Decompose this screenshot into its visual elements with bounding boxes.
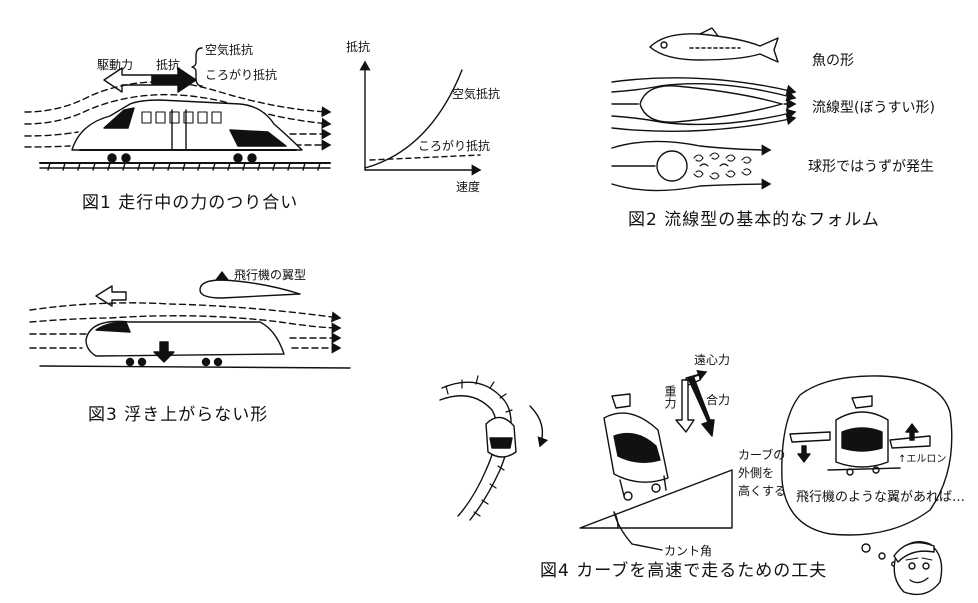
gravity-arrow [675,379,695,433]
cant-angle-label: カント角 [664,544,713,558]
fig4-curve-train [485,416,517,458]
fig3-left-arrow [95,285,127,307]
fig1-train [71,99,303,163]
bank-note-line3: 高くする [738,484,787,498]
graph-air-curve [364,69,463,169]
fig1-caption: 図1 走行中の力のつり合い [82,193,299,213]
graph-rolling-label: ころがり抵抗 [418,139,491,153]
streamline-drawing [611,77,797,133]
sphere-drawing [611,140,772,192]
gravity-label: 重力 [663,385,677,409]
drive-force-label: 駆動力 [97,58,134,72]
downforce-arrow [153,341,175,363]
fig1-train-windows [141,111,222,124]
curve-direction-arrow [529,405,549,448]
wish-bubble [781,375,953,567]
fig4-banked-train [579,393,733,551]
bank-slope [579,469,733,529]
aileron-label: ↑エルロン [898,454,947,465]
fig1-train-wheels [107,153,257,163]
graph-rolling-line [369,154,481,161]
fish-shape-label: 魚の形 [812,53,854,69]
aileron-up-arrow [905,423,919,441]
aileron-down-arrow [797,445,811,463]
author-character [893,541,943,596]
resistance-brace [191,47,203,87]
airfoil-shape [199,279,301,299]
fig1-graph [359,60,482,176]
wish-label: 飛行機のような翼があれば… [796,490,966,505]
fig1-rail [39,162,331,171]
fig3-train [85,320,285,367]
fig1-illustration [24,47,332,171]
vortex-swirls [693,152,752,180]
fig4-caption: 図4 カーブを高速で走るための工夫 [540,561,828,581]
fish-drawing [649,27,779,63]
fig2-illustration [611,27,797,192]
resultant-label: 合力 [706,393,731,407]
streamline-shape-label: 流線型(ぼうすい形) [812,100,935,116]
bank-note-line1: カーブの [738,448,786,462]
fig1-airflow [24,81,332,151]
graph-ylabel: 抵抗 [346,40,371,54]
resistance-label: 抵抗 [156,58,181,72]
rolling-resistance-label: ころがり抵抗 [205,68,278,82]
fig3-illustration [29,271,351,369]
resultant-arrow [687,377,715,437]
bank-note-line2: 外側を [738,466,775,480]
graph-xlabel: 速度 [456,180,481,194]
sphere-vortex-label: 球形ではうずが発生 [808,159,934,175]
fig3-airflow [29,302,342,354]
centrifugal-label: 遠心力 [694,353,731,367]
graph-air-label: 空気抵抗 [452,87,501,101]
air-resistance-label: 空気抵抗 [205,43,254,57]
fig3-ground [39,365,351,369]
fig3-caption: 図3 浮き上がらない形 [88,405,269,425]
wing-shape-label: 飛行機の翼型 [234,268,307,282]
fig4-curved-track [439,375,549,521]
fig2-caption: 図2 流線型の基本的なフォルム [628,210,880,230]
fig4-force-vectors [675,369,715,437]
resistance-arrow [151,67,197,93]
